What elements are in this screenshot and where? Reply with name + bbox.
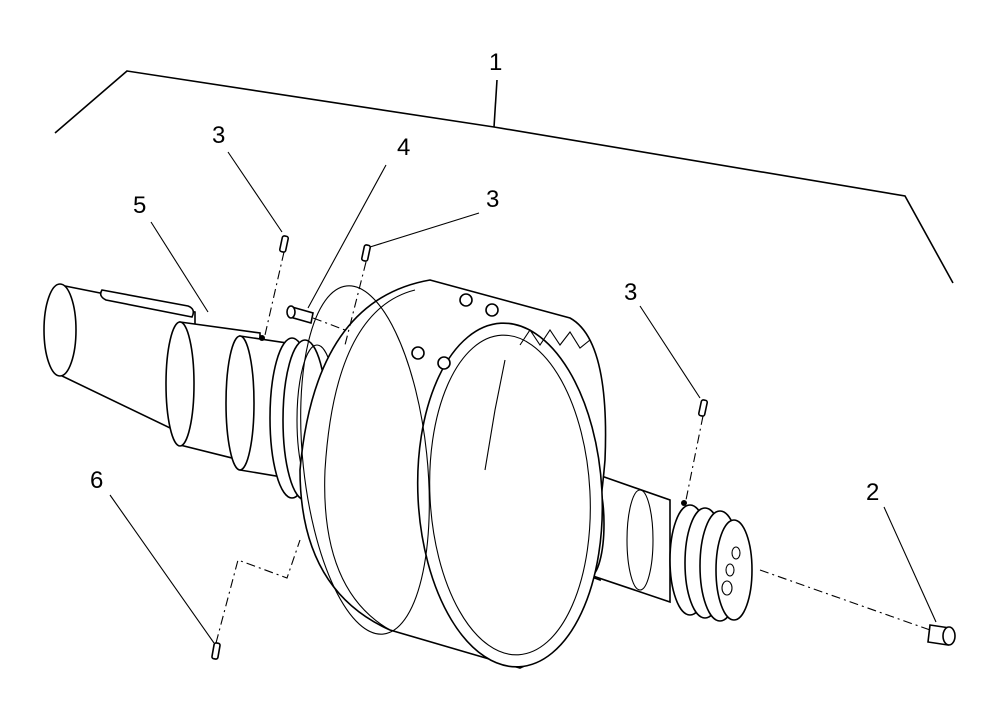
shaft-hole [259, 335, 265, 341]
lower-pin [211, 642, 221, 660]
callout-3-upper-left: 3 [212, 122, 225, 149]
callout-4: 4 [397, 134, 410, 161]
callout-5: 5 [133, 192, 146, 219]
callout-3-upper-mid: 3 [486, 186, 499, 213]
roll-pin-upper-left [278, 235, 290, 253]
callout-6: 6 [90, 467, 103, 494]
roll-pin-right [697, 399, 709, 417]
callout-1: 1 [489, 49, 502, 76]
shaft-hole [681, 500, 687, 506]
end-cap [927, 624, 956, 646]
leader-lines [109, 151, 937, 644]
roll-pin-upper-mid [360, 244, 372, 262]
callout-3-right: 3 [624, 279, 637, 306]
callout-2: 2 [866, 479, 879, 506]
spline-ring [299, 279, 607, 669]
dowel-pin [286, 305, 314, 325]
assembly-bracket [54, 70, 954, 284]
center-lines [215, 251, 931, 644]
